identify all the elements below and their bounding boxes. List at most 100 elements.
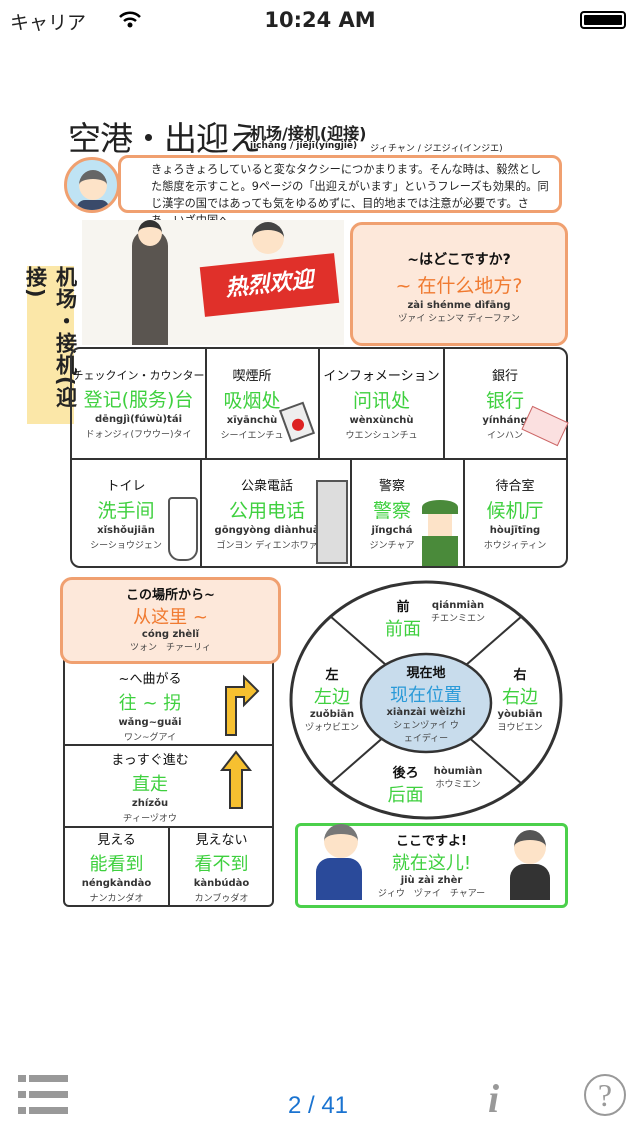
places-5-kana: ゴンヨン ディエンホワァ <box>216 541 318 551</box>
places-3-kana: インハン <box>486 431 523 441</box>
turn-right-arrow-icon <box>225 674 260 736</box>
welcome-banner: 热烈欢迎 <box>199 253 340 317</box>
compass-front-zh: 前面 <box>384 619 421 640</box>
from_box-pinyin: cóng zhèlǐ <box>141 629 200 640</box>
compass-right-pinyin: yòubiān <box>497 709 543 720</box>
places-2-kana: ウエンシュンチュ <box>345 431 418 441</box>
page-title: 空港・出迎え <box>68 119 261 158</box>
place-smoking-area: 喫煙所吸烟处 xīyānchù シーイエンチュ <box>207 350 297 456</box>
title-pinyin: jīchǎng / jiējī(yíngjiē) <box>250 141 358 151</box>
places-7-kana: ホウジィティン <box>483 541 547 551</box>
directions-1-pinyin: zhízǒu <box>131 797 169 809</box>
where-zh: ~ 在什么地方? <box>395 275 523 297</box>
compass-left-pinyin: zuǒbiān <box>309 709 355 720</box>
help-button[interactable]: ? <box>584 1074 626 1116</box>
places-4-pinyin: xǐshǒujiān <box>97 525 155 536</box>
table-of-contents-button[interactable] <box>18 1075 68 1115</box>
compass-left-jp: 左 <box>325 668 339 683</box>
directions-0-zh: 往 ~ 拐 <box>118 692 182 714</box>
from_box-zh: 从这里 ~ <box>133 607 208 628</box>
directions-0-jp: ~へ曲がる <box>118 671 182 687</box>
directions-2-kana: ナンカンダオ <box>89 894 144 904</box>
can-see: 見える能看到 néngkàndào ナンカンダオ <box>65 828 168 905</box>
places-1-pinyin: xīyānchù <box>226 415 278 426</box>
here_box-kana: ジィウ ヅァイ チャアー <box>377 889 486 899</box>
where-jp: ~はどこですか? <box>407 252 511 268</box>
compass-left-kana: ヅォウビエン <box>304 723 359 733</box>
compass-right-kana: ヨウビエン <box>497 723 543 733</box>
straight-arrow-icon <box>219 750 253 809</box>
compass-back-pinyin: hòumiàn <box>433 766 483 777</box>
places-3-pinyin: yínháng <box>482 415 528 426</box>
directions-2-jp: 見える <box>97 833 136 848</box>
directions-2-pinyin: néngkàndào <box>81 878 152 889</box>
here_box-jp: ここですよ! <box>396 834 467 849</box>
directions-3-jp: 見えない <box>195 833 248 848</box>
here-phrase-box: ここですよ! 就在这儿! jiù zài zhèr ジィウ ヅァイ チャアー <box>295 823 568 908</box>
places-0-zh: 登记(服务)台 <box>83 388 194 411</box>
compass-diagram <box>289 580 563 820</box>
compass-left-zh: 左边 <box>314 687 350 708</box>
side-section-label: 机场・接机(迎接) <box>24 266 78 424</box>
places-7-zh: 候机厅 <box>486 500 544 522</box>
carrier-label: キャリア <box>10 12 87 34</box>
from_box-jp: この場所から~ <box>126 588 215 603</box>
title-zh: 机场/接机(迎接) <box>250 124 367 143</box>
directions-3-zh: 看不到 <box>194 854 249 875</box>
info-button[interactable]: i <box>488 1076 500 1121</box>
places-4-jp: トイレ <box>106 479 146 494</box>
places-1-jp: 喫煙所 <box>232 369 272 384</box>
guide-avatar <box>64 157 120 213</box>
airport-arrival-illustration: 热烈欢迎 <box>82 220 344 345</box>
place-public-phone: 公衆電話公用电话 gōngyòng diànhuà ゴンヨン ディエンホワァ <box>202 460 332 566</box>
toilet-icon <box>168 497 198 561</box>
places-3-zh: 银行 <box>485 390 524 412</box>
battery-icon <box>580 11 626 29</box>
page-indicator: 2 / 41 <box>287 1092 349 1119</box>
places-5-zh: 公用电话 <box>228 500 305 522</box>
attendant-illustration <box>316 824 362 904</box>
directions-1-jp: まっすぐ進む <box>111 752 189 768</box>
compass-front-pinyin: qiánmiàn <box>431 600 485 611</box>
places-1-kana: シーイエンチュ <box>220 431 284 441</box>
compass-right-jp: 右 <box>513 668 527 683</box>
intro-note: きょろきょろしていると変なタクシーにつかまります。そんな時は、毅然とした態度を示… <box>118 155 562 227</box>
here_box-pinyin: jiù zài zhèr <box>400 875 463 886</box>
places-5-jp: 公衆電話 <box>240 479 293 494</box>
where-pinyin: zài shénme dìfāng <box>407 300 511 311</box>
places-6-zh: 警察 <box>372 500 411 522</box>
directions-0-kana: ワン~グアイ <box>123 732 177 743</box>
here_box-zh: 就在这儿! <box>391 853 472 874</box>
directions-1-kana: ヂィーヅオウ <box>123 813 177 824</box>
where-kana: ヅァイ シェンマ ディーファン <box>398 314 520 324</box>
places-1-zh: 吸烟处 <box>223 390 281 412</box>
places-3-jp: 銀行 <box>491 369 518 384</box>
title-kana: ジィチャン / ジエジィ(インジエ) <box>370 144 503 154</box>
compass-right-zh: 右边 <box>502 687 538 708</box>
phone-icon <box>316 480 348 564</box>
places-7-jp: 待合室 <box>495 479 535 494</box>
places-2-zh: 问讯处 <box>352 390 410 412</box>
compass-center-jp: 現在地 <box>406 666 446 681</box>
police-officer-icon <box>422 500 462 566</box>
places-5-pinyin: gōngyòng diànhuà <box>214 525 320 536</box>
places-6-jp: 警察 <box>378 479 405 494</box>
from_box-kana: ツォン チァーリィ <box>129 643 211 653</box>
status-time: 10:24 AM <box>264 8 376 32</box>
directions-2-zh: 能看到 <box>89 854 144 875</box>
wifi-icon <box>119 11 141 28</box>
places-4-kana: シーショウジェン <box>90 541 162 551</box>
places-6-pinyin: jǐngchá <box>371 525 413 536</box>
directions-3-pinyin: kànbúdào <box>193 878 250 889</box>
traveler-illustration <box>510 830 550 904</box>
from-here-box: この場所から~ 从这里 ~ cóng zhèlǐ ツォン チァーリィ <box>60 577 281 664</box>
